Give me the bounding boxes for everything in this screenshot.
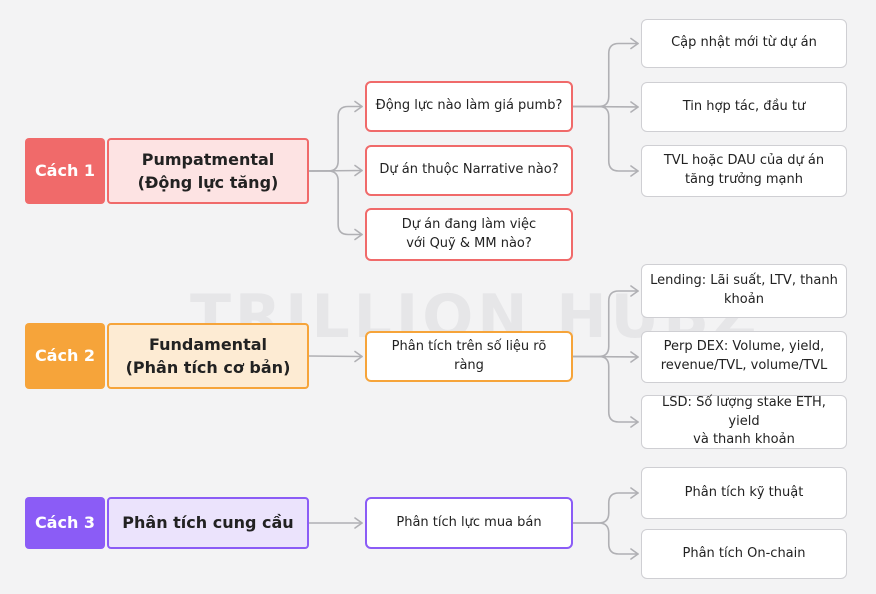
- m3-q-connector-line-22: [572, 492, 639, 524]
- method-2-tag: Cách 2: [25, 323, 105, 389]
- method-1-detail-1: Cập nhật mới từ dự án: [641, 19, 847, 68]
- m1-connector-arrowhead-1: [354, 100, 363, 113]
- method-3-detail-2: Phân tích On-chain: [641, 529, 847, 579]
- m3-q-connector-arrowhead-25: [630, 548, 639, 560]
- method-1-title: Pumpatmental (Động lực tăng): [107, 138, 309, 204]
- m1-connector-line-4: [308, 170, 363, 236]
- method-2-title: Fundamental (Phân tích cơ bản): [107, 323, 309, 389]
- m3-q-connector-arrowhead-23: [630, 487, 639, 499]
- m3-connector-arrowhead-21: [354, 517, 363, 529]
- m3-q-connector-line-24: [572, 522, 639, 555]
- method-1-question-3: Dự án đang làm việc với Quỹ & MM nào?: [365, 208, 573, 261]
- method-3-tag: Cách 3: [25, 497, 105, 549]
- m2-q-connector-arrowhead-15: [630, 285, 639, 297]
- method-1-detail-2: Tin hợp tác, đầu tư: [641, 82, 847, 132]
- m2-q-connector-line-18: [572, 355, 639, 423]
- m1-q-connector-arrowhead-9: [630, 101, 639, 113]
- m1-connector-line-0: [308, 105, 363, 172]
- method-2-detail-2: Perp DEX: Volume, yield, revenue/TVL, vo…: [641, 331, 847, 383]
- method-2-detail-3: LSD: Số lượng stake ETH, yield và thanh …: [641, 395, 847, 449]
- method-1-question-2: Dự án thuộc Narrative nào?: [365, 145, 573, 196]
- method-2-question-1: Phân tích trên số liệu rõ ràng: [365, 331, 573, 382]
- m1-q-connector-line-6: [572, 42, 639, 108]
- m2-connector-line-12: [308, 355, 363, 358]
- method-3-question-1: Phân tích lực mua bán: [365, 497, 573, 549]
- m1-q-connector-arrowhead-7: [630, 37, 639, 50]
- method-2-detail-1: Lending: Lãi suất, LTV, thanh khoản: [641, 264, 847, 318]
- m2-connector-arrowhead-13: [354, 350, 363, 363]
- m2-q-connector-arrowhead-17: [630, 351, 639, 363]
- m1-q-connector-line-10: [572, 105, 639, 172]
- method-1-question-1: Động lực nào làm giá pumb?: [365, 81, 573, 132]
- method-3-detail-1: Phân tích kỹ thuật: [641, 467, 847, 519]
- m1-connector-arrowhead-3: [354, 164, 363, 177]
- method-1-tag: Cách 1: [25, 138, 105, 204]
- m2-q-connector-arrowhead-19: [630, 416, 639, 428]
- method-1-detail-3: TVL hoặc DAU của dự án tăng trưởng mạnh: [641, 145, 847, 197]
- method-3-title: Phân tích cung cầu: [107, 497, 309, 549]
- m1-q-connector-arrowhead-11: [630, 165, 639, 177]
- m1-connector-arrowhead-5: [354, 228, 363, 241]
- m2-q-connector-line-14: [572, 290, 639, 358]
